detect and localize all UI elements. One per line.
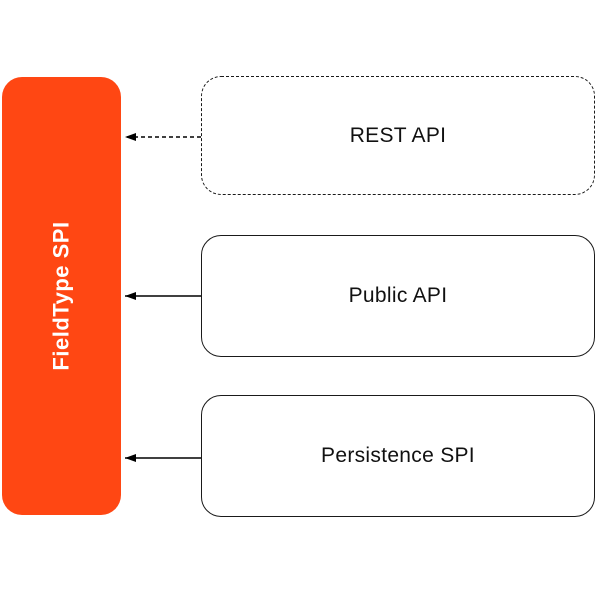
persistence-spi-label: Persistence SPI (321, 444, 475, 467)
public-api-box: Public API (201, 235, 595, 357)
public-api-label: Public API (348, 284, 448, 307)
rest-api-box: REST API (201, 76, 595, 195)
rest-api-label: REST API (349, 123, 447, 147)
fieldtype-spi-label: FieldType SPI (48, 221, 74, 371)
fieldtype-spi-bar: FieldType SPI (2, 77, 121, 515)
persistence-spi-box: Persistence SPI (201, 395, 595, 517)
